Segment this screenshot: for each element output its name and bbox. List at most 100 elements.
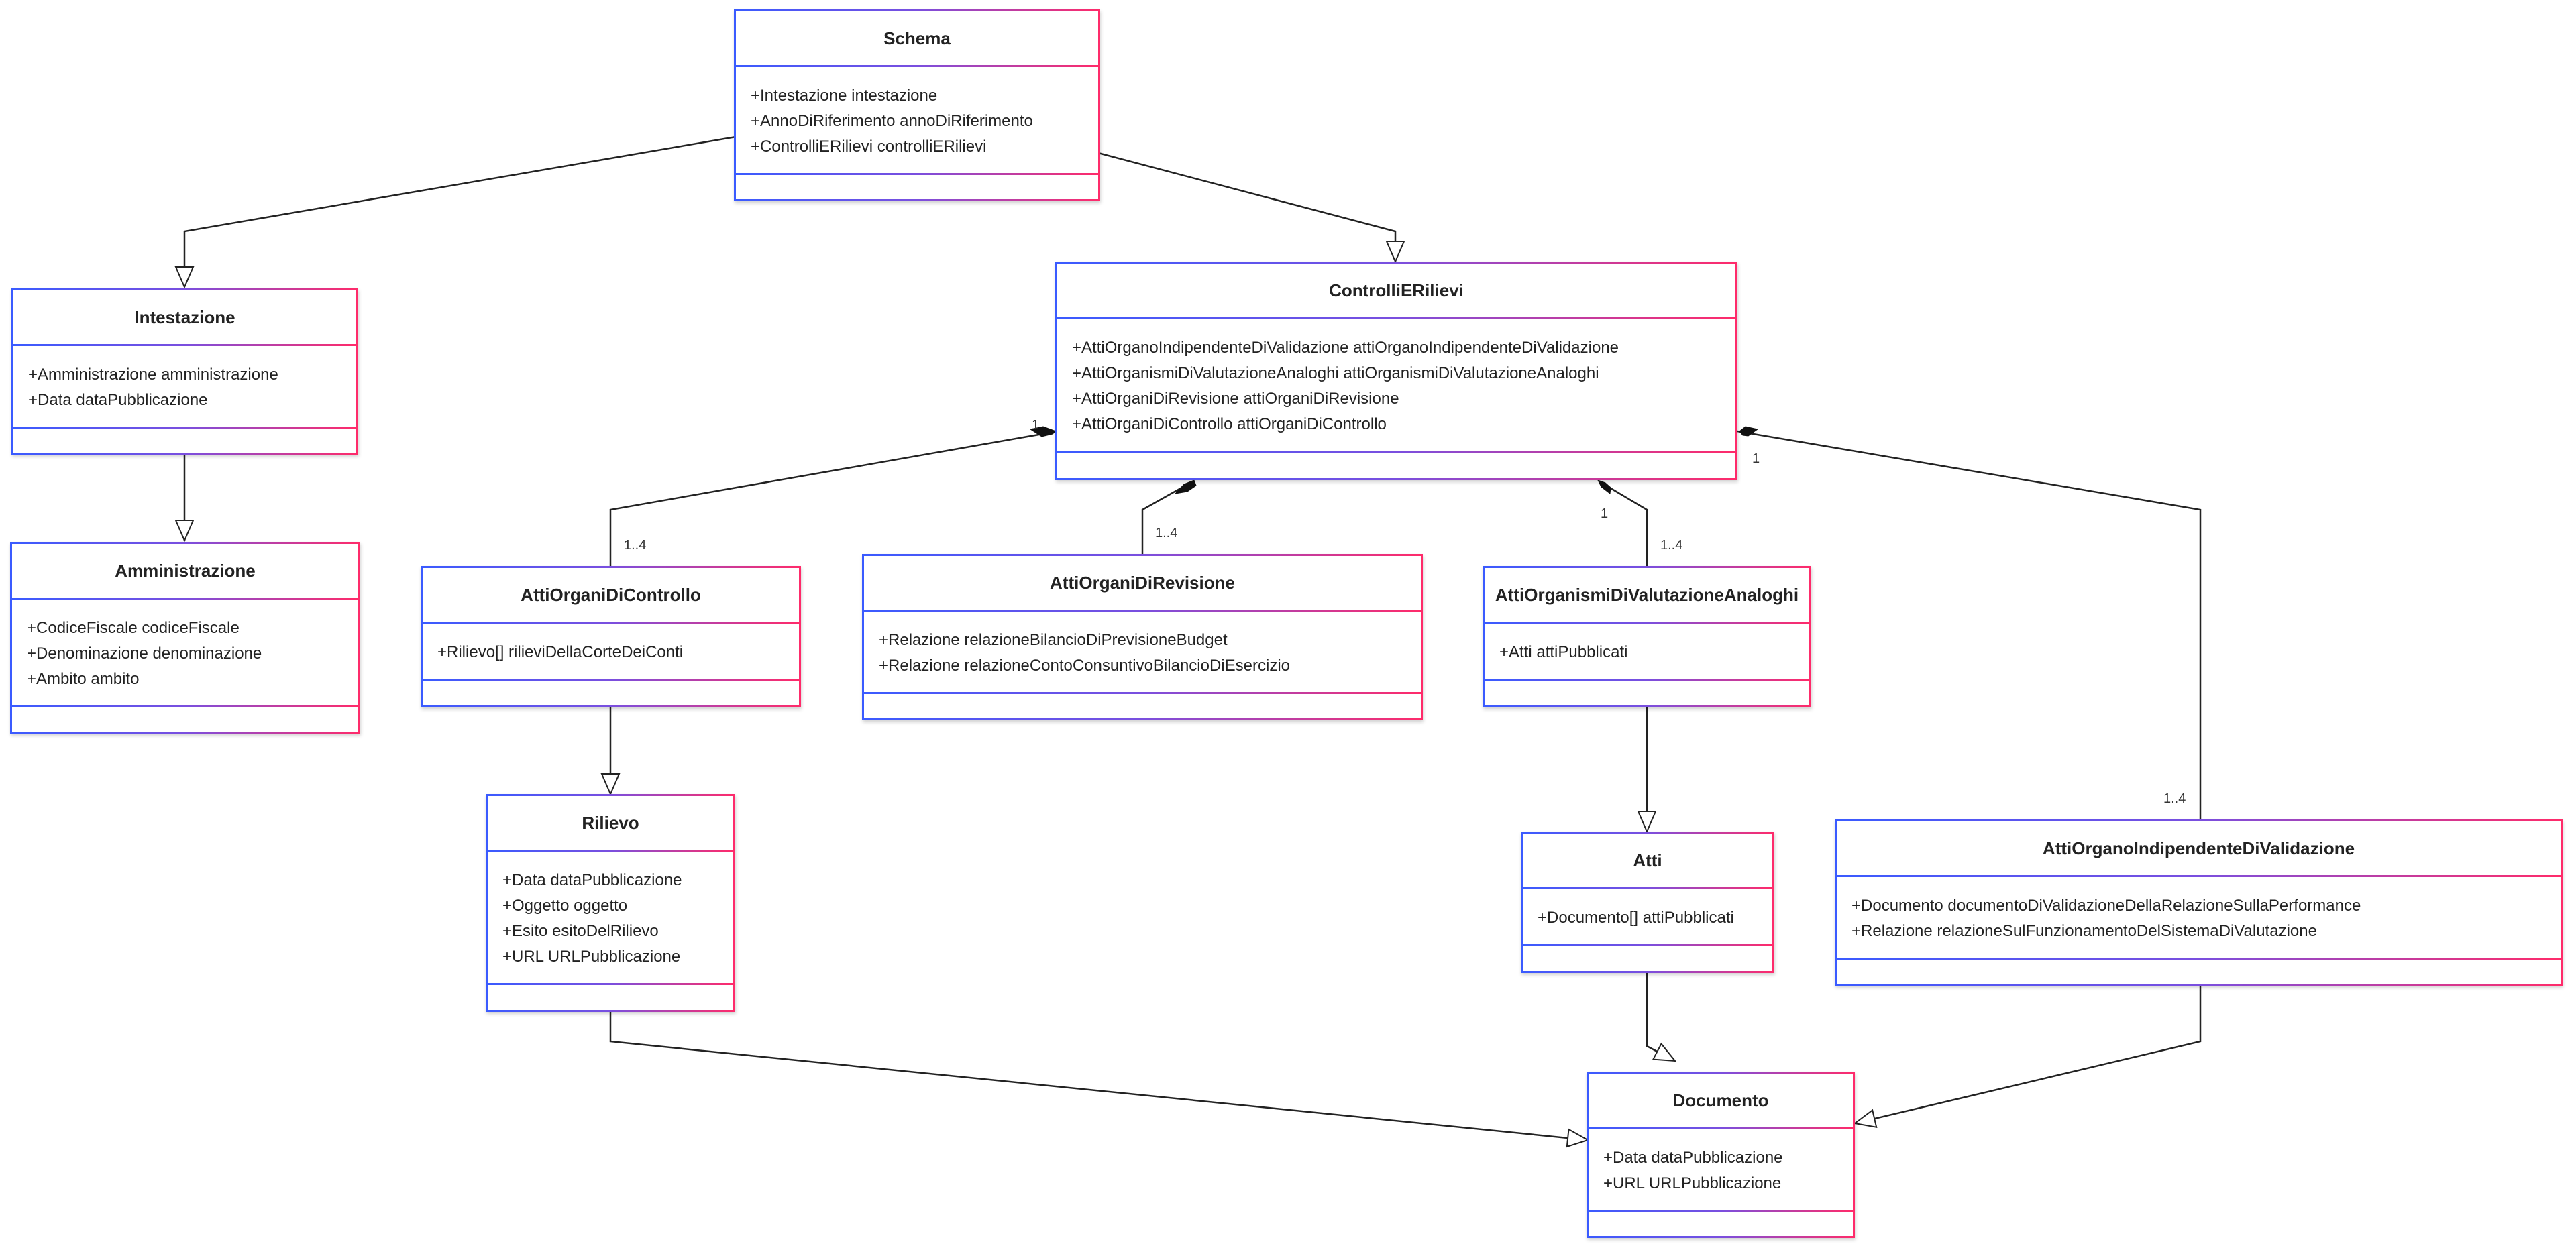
class-intestazione[interactable]: Intestazione +Amministrazione amministra…: [11, 288, 358, 455]
divider: [1485, 622, 1809, 624]
class-atti-organismi-di-valutazione-analoghi[interactable]: AttiOrganismiDiValutazioneAnaloghi +Atti…: [1483, 566, 1811, 707]
class-name: AttiOrganiDiControllo: [521, 585, 701, 605]
class-name: Intestazione: [134, 307, 235, 327]
divider: [1589, 1210, 1853, 1212]
method-list: [12, 707, 358, 734]
divider: [736, 173, 1098, 175]
attribute-list: +Atti attiPubblicati: [1485, 624, 1809, 679]
composition-diamond-revisione: [1174, 479, 1197, 494]
multiplicity-label: 1..4: [1155, 526, 1178, 541]
multiplicity-label: 1..4: [1660, 538, 1683, 553]
attribute: +Ambito ambito: [27, 670, 140, 688]
divider: [1485, 679, 1809, 681]
generalization-schema-controlli: [1097, 152, 1395, 262]
method-list: [1057, 453, 1735, 479]
multiplicity-label: 1..4: [2163, 791, 2186, 806]
attribute: +Oggetto oggetto: [502, 897, 628, 915]
attribute: +AnnoDiRiferimento annoDiRiferimento: [751, 112, 1033, 130]
class-rilievo[interactable]: Rilievo +Data dataPubblicazione +Oggetto…: [486, 794, 735, 1012]
class-documento[interactable]: Documento +Data dataPubblicazione +URL U…: [1587, 1072, 1855, 1238]
divider: [1589, 1127, 1853, 1129]
attribute: +Data dataPubblicazione: [502, 871, 682, 889]
method-list: [13, 429, 356, 455]
divider: [1523, 944, 1772, 946]
multiplicity-label: 1: [1601, 506, 1609, 521]
class-name: Documento: [1672, 1090, 1769, 1111]
composition-controlli-revisione: [1141, 480, 1193, 554]
attribute: +Denominazione denominazione: [27, 644, 262, 663]
class-name: Amministrazione: [115, 561, 256, 581]
generalization-rilievo-documento: [609, 1011, 1588, 1140]
composition-controlli-valutazione: [1599, 480, 1648, 566]
attribute: +Intestazione intestazione: [751, 87, 938, 105]
class-name: AttiOrganiDiRevisione: [1050, 573, 1235, 593]
multiplicity-label: 1: [1752, 451, 1760, 466]
divider: [864, 692, 1421, 694]
attribute: +AttiOrganiDiRevisione attiOrganiDiRevis…: [1072, 390, 1399, 408]
attribute: +Amministrazione amministrazione: [28, 365, 278, 384]
attribute: +AttiOrganiDiControllo attiOrganiDiContr…: [1072, 415, 1387, 433]
class-name: Rilievo: [582, 813, 639, 833]
attribute-list: +CodiceFiscale codiceFiscale +Denominazi…: [12, 600, 358, 705]
attribute-list: +AttiOrganoIndipendenteDiValidazione att…: [1057, 319, 1735, 451]
divider: [1837, 958, 2561, 960]
divider: [736, 65, 1098, 67]
attribute: +AttiOrganismiDiValutazioneAnaloghi atti…: [1072, 364, 1599, 382]
generalization-schema-intestazione: [184, 135, 737, 287]
class-name: ControlliERilievi: [1329, 280, 1464, 300]
class-name: Schema: [883, 28, 951, 48]
method-list: [864, 694, 1421, 721]
class-atti-organi-di-revisione[interactable]: AttiOrganiDiRevisione +Relazione relazio…: [862, 554, 1423, 720]
attribute: +Documento[] attiPubblicati: [1538, 909, 1734, 927]
divider: [1837, 875, 2561, 877]
divider: [864, 610, 1421, 612]
generalization-atti-documento: [1646, 972, 1675, 1061]
composition-diamond-controllo: [1029, 426, 1057, 437]
multiplicity-label: 1: [1032, 418, 1040, 433]
class-schema[interactable]: Schema +Intestazione intestazione +AnnoD…: [734, 9, 1100, 201]
composition-diamond-valutazione: [1597, 479, 1611, 494]
attribute-list: +Amministrazione amministrazione +Data d…: [13, 346, 356, 427]
divider: [12, 598, 358, 600]
generalization-validazione-documento: [1855, 984, 2202, 1123]
divider: [13, 344, 356, 346]
method-list: [1589, 1212, 1853, 1239]
class-atti[interactable]: Atti +Documento[] attiPubblicati: [1521, 832, 1774, 973]
class-atti-organo-indipendente-di-validazione[interactable]: AttiOrganoIndipendenteDiValidazione +Doc…: [1835, 819, 2563, 986]
method-list: [1837, 960, 2561, 986]
attribute: +Relazione relazioneSulFunzionamentoDelS…: [1851, 922, 2317, 940]
divider: [488, 983, 733, 985]
class-name: AttiOrganoIndipendenteDiValidazione: [2042, 838, 2355, 858]
attribute: +Relazione relazioneContoConsuntivoBilan…: [879, 657, 1290, 675]
attribute-list: +Data dataPubblicazione +Oggetto oggetto…: [488, 852, 733, 983]
attribute-list: +Intestazione intestazione +AnnoDiRiferi…: [736, 67, 1098, 173]
composition-controlli-validazione: [1737, 430, 2202, 819]
attribute: +Relazione relazioneBilancioDiPrevisione…: [879, 631, 1228, 649]
attribute-list: +Relazione relazioneBilancioDiPrevisione…: [864, 612, 1421, 692]
attribute: +Esito esitoDelRilievo: [502, 922, 659, 940]
method-list: [736, 175, 1098, 202]
divider: [423, 622, 799, 624]
attribute: +Rilievo[] rilieviDellaCorteDeiConti: [437, 643, 684, 661]
divider: [12, 705, 358, 707]
method-list: [1485, 681, 1809, 707]
divider: [488, 850, 733, 852]
attribute-list: +Rilievo[] rilieviDellaCorteDeiConti: [423, 624, 799, 679]
attribute-list: +Documento documentoDiValidazioneDellaRe…: [1837, 877, 2561, 958]
attribute: +URL URLPubblicazione: [502, 948, 681, 966]
class-atti-organi-di-controllo[interactable]: AttiOrganiDiControllo +Rilievo[] rilievi…: [421, 566, 801, 707]
class-name: AttiOrganismiDiValutazioneAnaloghi: [1495, 585, 1799, 605]
method-list: [488, 985, 733, 1012]
composition-diamond-validazione: [1739, 426, 1759, 437]
attribute-list: +Documento[] attiPubblicati: [1523, 889, 1772, 944]
attribute: +Atti attiPubblicati: [1499, 643, 1628, 661]
attribute: +AttiOrganoIndipendenteDiValidazione att…: [1072, 339, 1619, 357]
class-controlli-e-rilievi[interactable]: ControlliERilievi +AttiOrganoIndipendent…: [1055, 262, 1737, 480]
attribute: +Documento documentoDiValidazioneDellaRe…: [1851, 897, 2361, 915]
class-amministrazione[interactable]: Amministrazione +CodiceFiscale codiceFis…: [10, 542, 360, 734]
attribute: +Data dataPubblicazione: [28, 391, 208, 409]
composition-controlli-controllo: [609, 430, 1059, 566]
method-list: [423, 681, 799, 707]
attribute: +URL URLPubblicazione: [1603, 1174, 1782, 1192]
